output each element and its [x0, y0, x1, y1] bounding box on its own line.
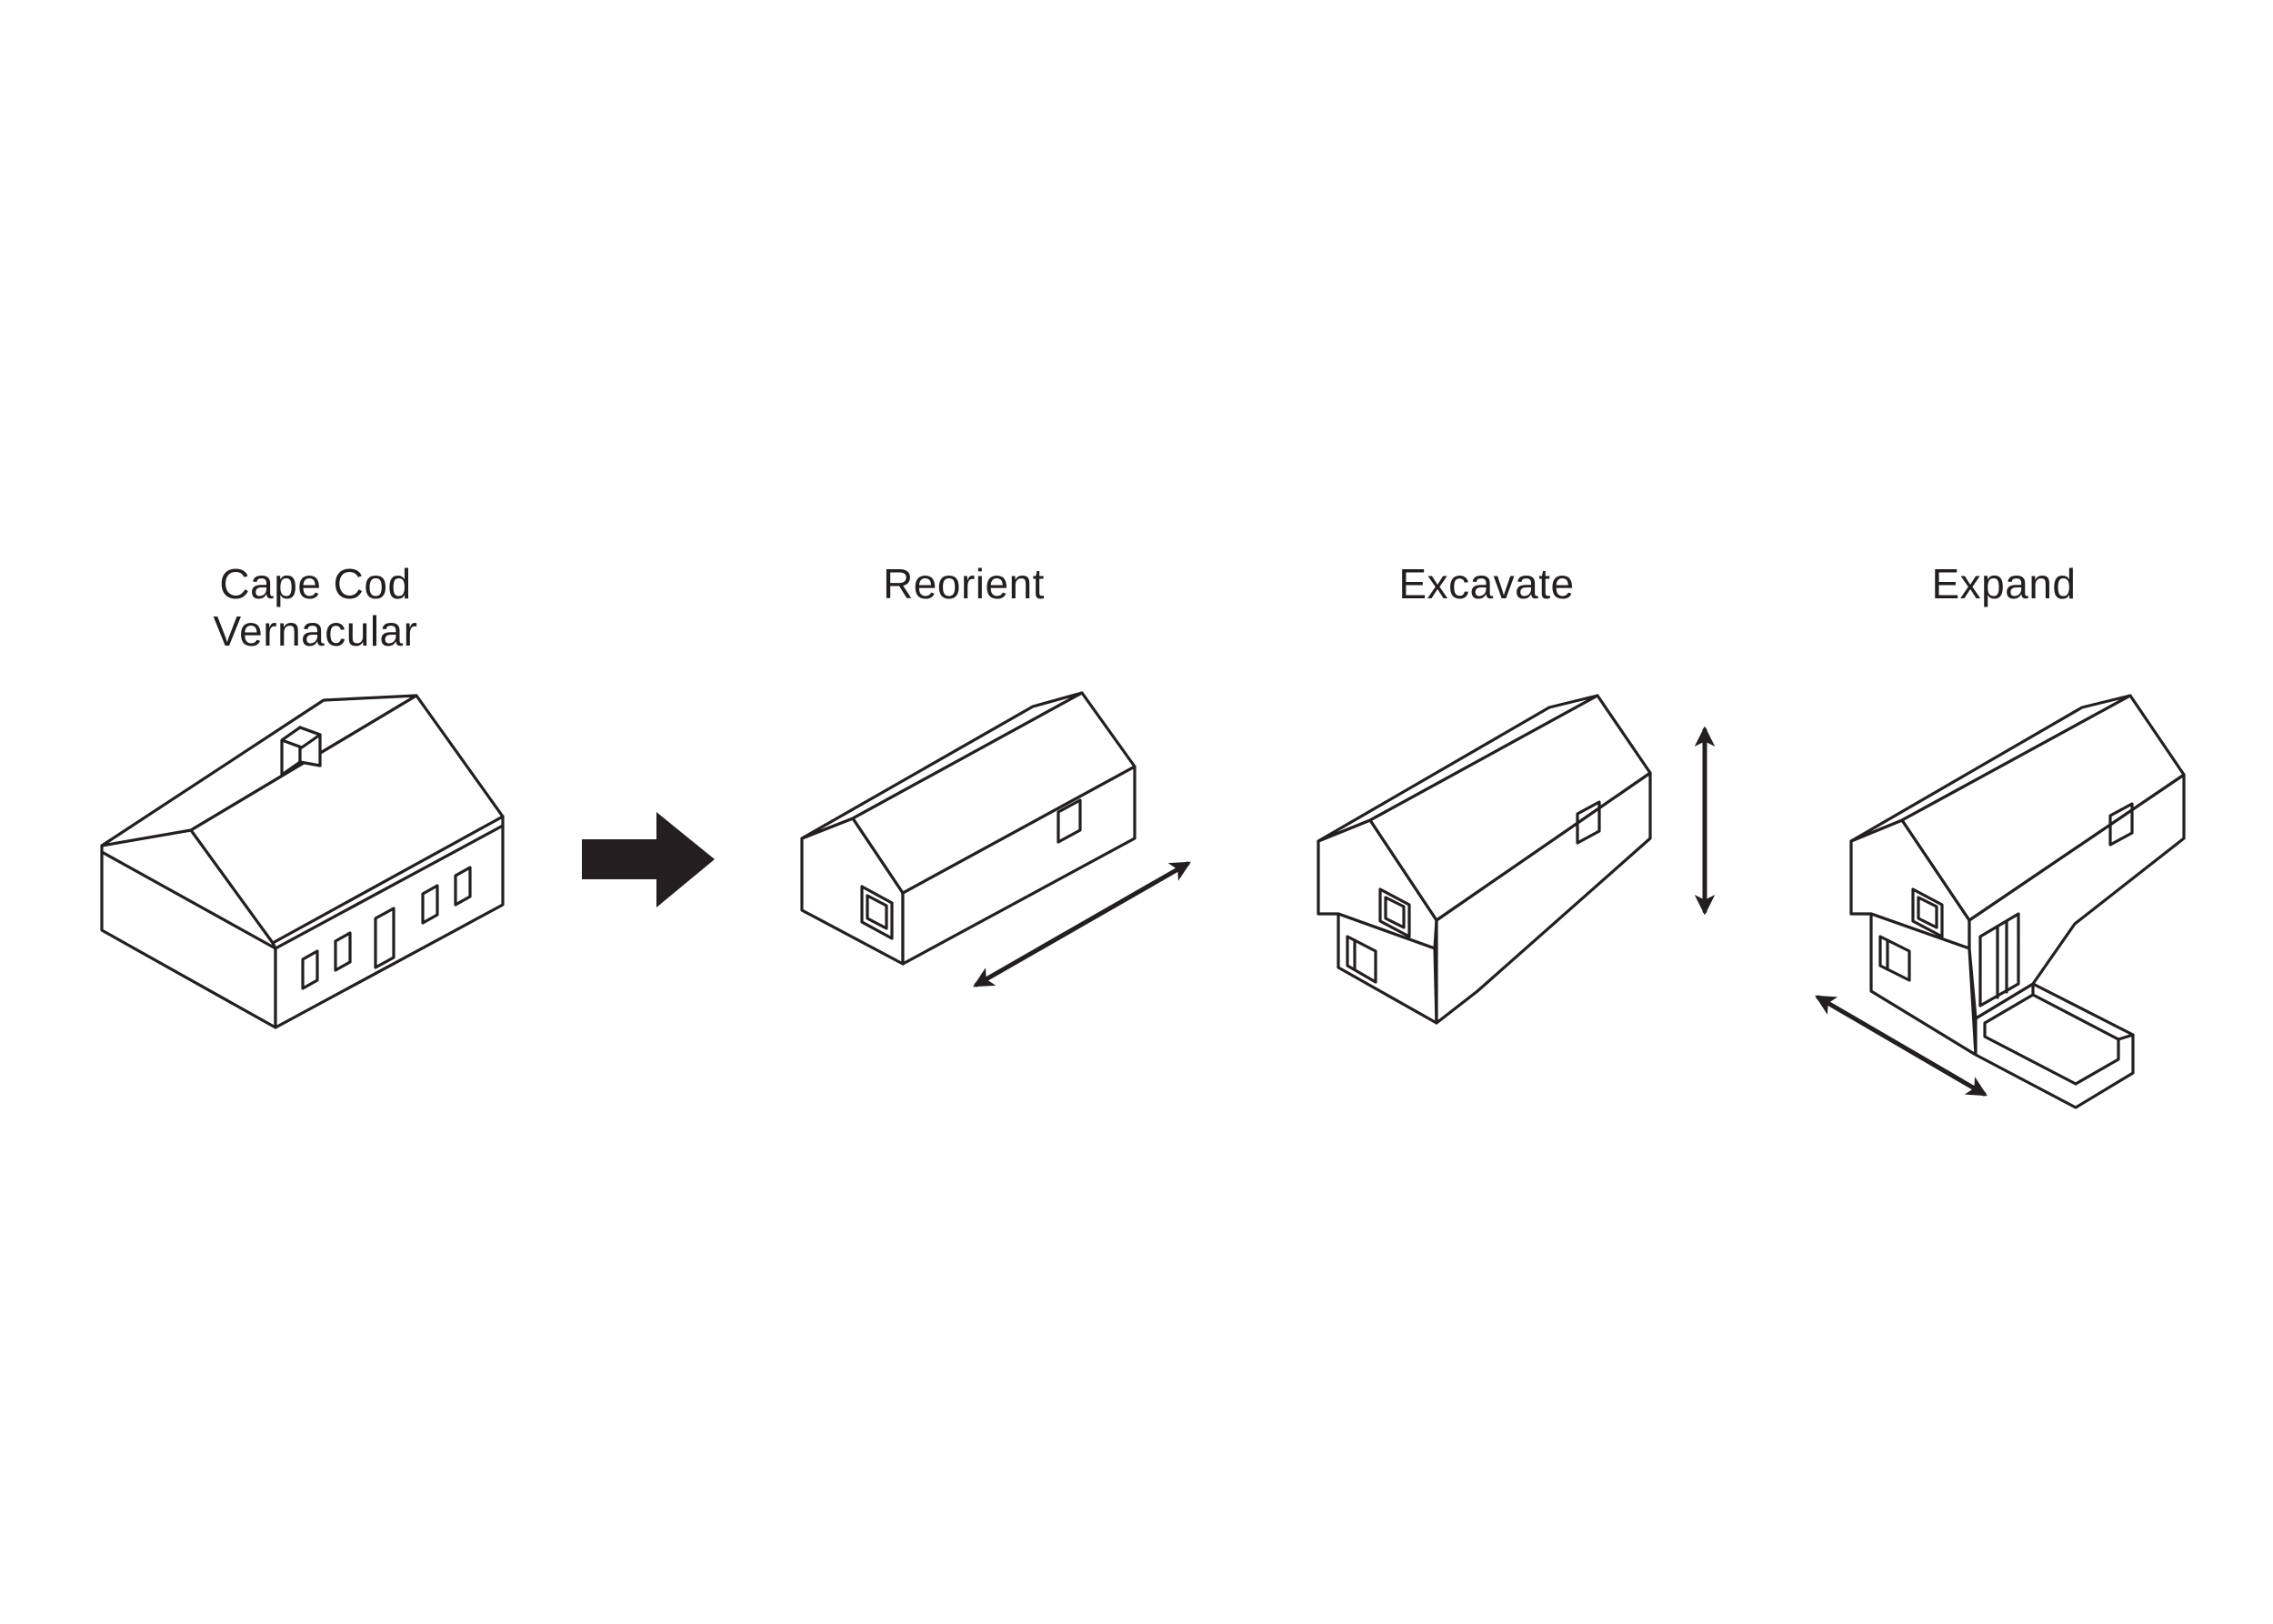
- expand-side-wall: [1968, 773, 2186, 1020]
- stage-2-title: Reorient: [883, 560, 1045, 607]
- stage-1-title-line2: Vernacular: [213, 607, 418, 655]
- cape-cod-side-wall: [274, 824, 505, 1029]
- stage-1-title: Cape Cod Vernacular: [214, 560, 418, 655]
- horizontal-move-arrow-icon: [973, 861, 1191, 987]
- diagonal-move-arrow-icon: [1815, 995, 1988, 1097]
- expand-roof-right: [1900, 694, 2186, 922]
- stage-1-title-line1: Cape Cod: [219, 560, 412, 607]
- expand-house: [1849, 694, 2186, 1109]
- cape-cod-house: [100, 694, 505, 1029]
- excavate-roof-right: [1368, 694, 1652, 922]
- transition-arrow-icon: [582, 812, 715, 907]
- excavate-house: [1317, 694, 1652, 1025]
- reorient-roof-right: [851, 691, 1136, 895]
- stage-4-title: Expand: [1931, 560, 2077, 607]
- stage-3-title: Excavate: [1398, 560, 1575, 607]
- chimney: [280, 726, 322, 777]
- cape-cod-openings: [301, 866, 472, 990]
- reorient-house: [800, 691, 1136, 966]
